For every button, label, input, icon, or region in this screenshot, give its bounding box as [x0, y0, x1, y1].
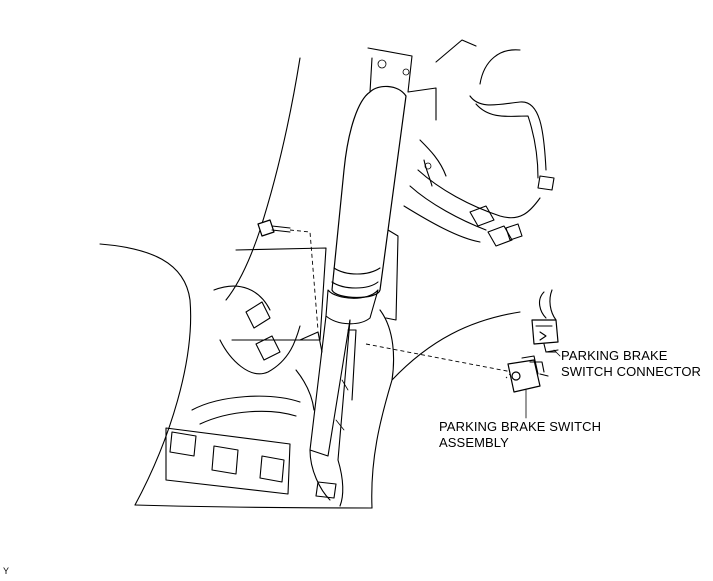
figure-id: Y [3, 566, 10, 576]
switch-assembly [507, 355, 549, 393]
switch-assembly-label-line-1: PARKING BRAKE SWITCH [439, 419, 602, 434]
switch-assembly-label-line-2: ASSEMBLY [439, 435, 509, 450]
connector-label-line-1: PARKING BRAKE [561, 348, 668, 363]
upper-wiring [367, 39, 555, 321]
connector-label: PARKING BRAKE SWITCH CONNECTOR [561, 348, 701, 380]
bolt [257, 219, 291, 237]
guide-lines [289, 229, 513, 379]
connector-label-line-2: SWITCH CONNECTOR [561, 364, 702, 379]
switch-assembly-label: PARKING BRAKE SWITCH ASSEMBLY [439, 419, 601, 451]
console-outline [99, 57, 521, 509]
lower-console-panel [165, 247, 327, 495]
switch-connector [531, 289, 559, 353]
leader-lines [525, 349, 561, 419]
parking-brake-lever [309, 85, 407, 507]
